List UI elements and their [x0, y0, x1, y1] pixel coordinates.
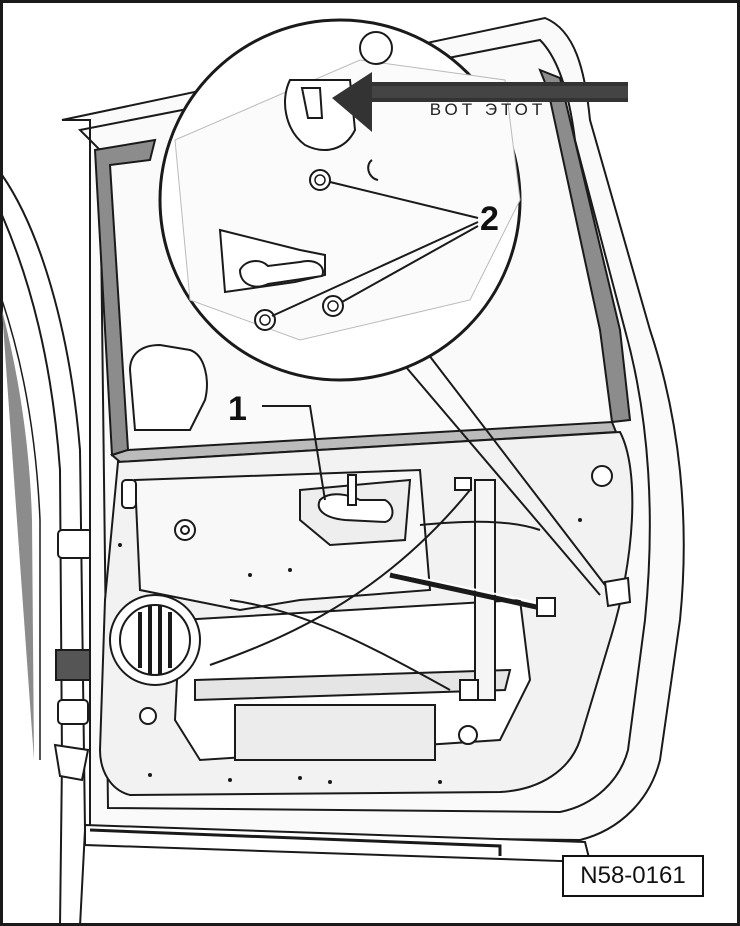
callout-1: 1	[228, 390, 247, 428]
inset-leader	[424, 349, 606, 586]
detail-inset	[158, 18, 522, 382]
callout-1-leader	[262, 405, 326, 501]
callout-2: 2	[480, 200, 499, 238]
window-seal	[93, 68, 632, 464]
figure-code: N58-0161	[562, 855, 704, 897]
inset-leader-2	[399, 359, 601, 596]
overlay-caption: ВОТ ЭТОТ	[429, 100, 547, 119]
latch-mechanism	[121, 465, 632, 745]
car-body-pillar	[1, 174, 93, 926]
window-regulator	[209, 477, 556, 701]
mounting-holes	[118, 518, 582, 784]
speaker-grille	[109, 594, 201, 686]
arrow-icon	[332, 72, 628, 132]
